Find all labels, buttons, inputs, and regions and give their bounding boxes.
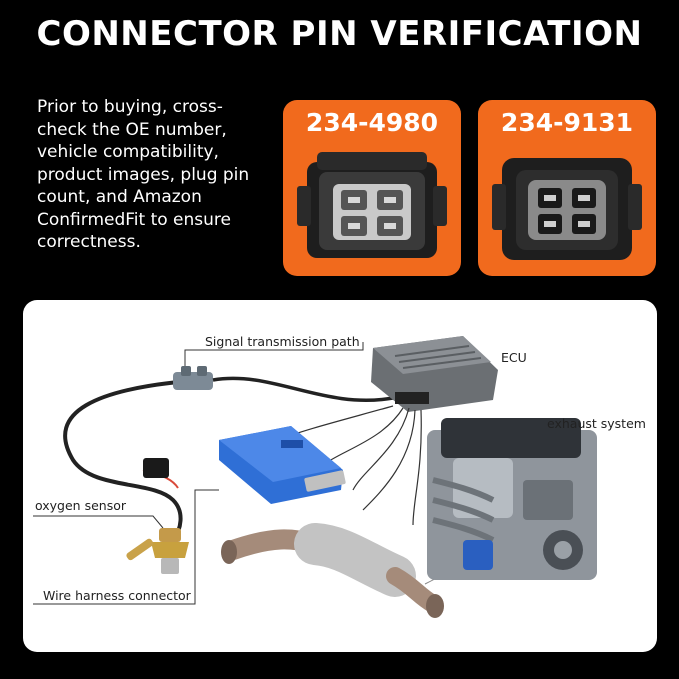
label-signal-path: Signal transmission path [205,334,360,349]
blue-module [219,426,346,504]
page-title: CONNECTOR PIN VERIFICATION [36,14,643,54]
system-diagram-panel: Signal transmission path ECU exhaust sys… [23,300,657,652]
small-connector [143,458,169,478]
label-exhaust-system: exhaust system [547,416,646,431]
connector-part-number-2: 234-9131 [500,108,634,137]
intro-text: Prior to buying, cross-check the OE numb… [37,97,250,252]
connector-card-1: 234-4980 [283,100,461,276]
label-harness-connector: Wire harness connector [43,588,191,603]
label-ecu: ECU [501,350,527,365]
connector-card-2: 234-9131 [478,100,656,276]
engine-block [427,418,597,580]
system-diagram [33,336,597,618]
inline-connector [173,366,213,390]
connector-part-number-1: 234-4980 [305,108,439,137]
ecu-box [371,336,498,412]
connector-plug-icon-2 [492,158,642,260]
connector-plug-icon-1 [297,152,447,258]
label-oxygen-sensor: oxygen sensor [35,498,127,513]
oxygen-sensor [126,528,189,574]
exhaust-pipe [221,523,444,618]
sensor-cable [63,380,183,542]
